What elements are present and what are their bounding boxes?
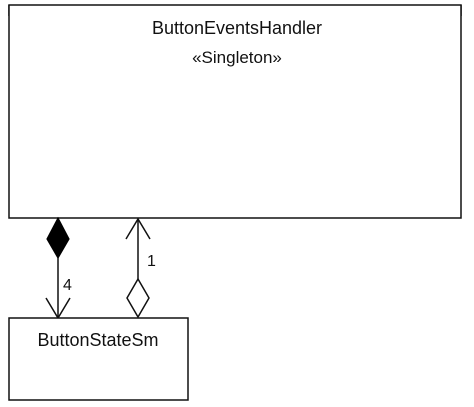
- aggregation-hollow-diamond: [126, 277, 150, 319]
- button-events-handler-class[interactable]: ButtonEventsHandler «Singleton»: [8, 4, 462, 219]
- button-state-sm-name: ButtonStateSm: [37, 330, 158, 350]
- composition-multiplicity: 4: [63, 277, 72, 294]
- aggregation-multiplicity: 1: [147, 253, 156, 270]
- aggregation-association[interactable]: 1: [125, 217, 156, 319]
- button-state-sm-box: [8, 317, 189, 401]
- button-events-handler-box: [8, 4, 462, 219]
- button-events-handler-name: ButtonEventsHandler: [152, 18, 322, 38]
- composition-filled-diamond: [46, 216, 70, 260]
- button-state-sm-class[interactable]: ButtonStateSm: [8, 317, 189, 401]
- composition-association[interactable]: 4: [45, 216, 72, 320]
- button-events-handler-stereotype: «Singleton»: [192, 48, 282, 67]
